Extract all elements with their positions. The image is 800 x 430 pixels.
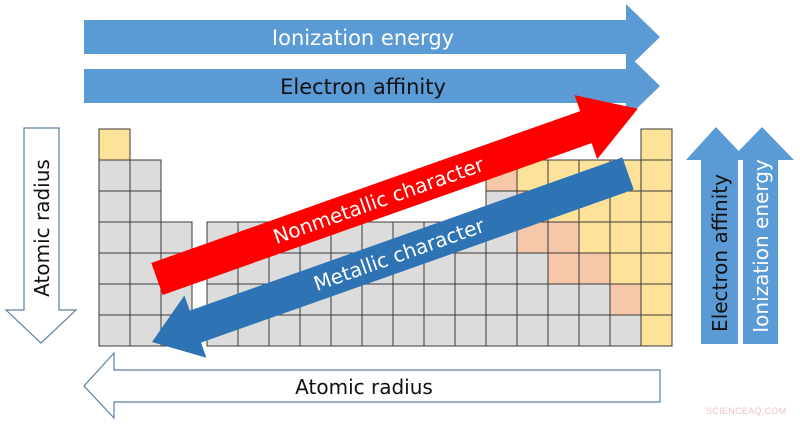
element-cell xyxy=(98,283,131,316)
element-cell xyxy=(578,283,611,316)
element-cell xyxy=(609,283,642,316)
element-cell xyxy=(392,283,425,316)
element-cell xyxy=(609,314,642,347)
element-cell xyxy=(609,190,642,223)
element-cell xyxy=(454,283,487,316)
element-cell xyxy=(268,314,301,347)
element-cell xyxy=(547,283,580,316)
element-cell xyxy=(640,159,673,192)
element-cell xyxy=(516,314,549,347)
element-cell xyxy=(640,190,673,223)
element-cell xyxy=(98,252,131,285)
element-cell xyxy=(516,252,549,285)
element-cell xyxy=(160,221,193,254)
electron-affinity-vertical-label: Electron affinity xyxy=(708,174,732,332)
element-cell xyxy=(361,283,394,316)
ionization-energy-horizontal-arrow: Ionization energy xyxy=(84,4,660,70)
element-cell xyxy=(98,221,131,254)
atomic-radius-horizontal-arrow: Atomic radius xyxy=(83,351,661,420)
element-cell xyxy=(361,314,394,347)
element-cell xyxy=(392,314,425,347)
element-cell xyxy=(98,159,131,192)
atomic-radius-horizontal-label: Atomic radius xyxy=(295,375,433,399)
element-cell xyxy=(609,252,642,285)
element-cell xyxy=(547,252,580,285)
ionization-energy-vertical-label: Ionization energy xyxy=(749,159,773,333)
element-cell xyxy=(98,128,131,161)
element-cell xyxy=(129,190,162,223)
element-cell xyxy=(516,283,549,316)
element-cell xyxy=(485,314,518,347)
element-cell xyxy=(640,314,673,347)
element-cell xyxy=(640,221,673,254)
element-cell xyxy=(98,190,131,223)
element-cell xyxy=(640,283,673,316)
element-cell xyxy=(129,283,162,316)
element-cell xyxy=(547,314,580,347)
element-cell xyxy=(485,252,518,285)
element-cell xyxy=(547,221,580,254)
element-cell xyxy=(609,221,642,254)
ionization-energy-horizontal-label: Ionization energy xyxy=(272,26,454,50)
element-cell xyxy=(485,283,518,316)
element-cell xyxy=(423,314,456,347)
atomic-radius-vertical-label: Atomic radius xyxy=(30,159,54,297)
element-cell xyxy=(578,252,611,285)
electron-affinity-horizontal-arrow: Electron affinity xyxy=(84,53,660,119)
element-cell xyxy=(129,221,162,254)
element-cell xyxy=(640,252,673,285)
electron-affinity-horizontal-label: Electron affinity xyxy=(280,75,446,99)
element-cell xyxy=(98,314,131,347)
element-cell xyxy=(640,128,673,161)
element-cell xyxy=(454,314,487,347)
element-cell xyxy=(578,314,611,347)
element-cell xyxy=(330,314,363,347)
element-cell xyxy=(423,283,456,316)
electron-affinity-vertical-arrow: Electron affinity xyxy=(686,127,747,344)
element-cell xyxy=(578,221,611,254)
element-cell xyxy=(454,252,487,285)
atomic-radius-vertical-arrow: Atomic radius xyxy=(4,127,78,344)
element-cell xyxy=(299,314,332,347)
ionization-energy-vertical-arrow: Ionization energy xyxy=(730,127,794,344)
watermark: SCIENCEAQ.COM xyxy=(706,406,787,416)
element-cell xyxy=(129,159,162,192)
